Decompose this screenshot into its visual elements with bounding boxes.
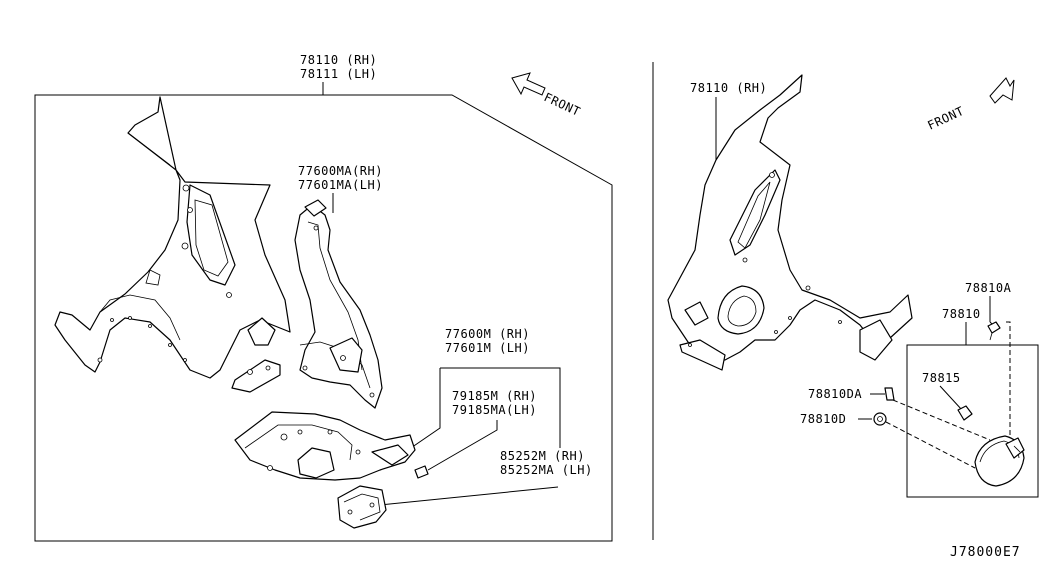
left-panel: 78110 (RH) 78111 (LH) FRONT: [34, 53, 613, 542]
leader-line: [939, 385, 963, 411]
callout-85252m-line2: 85252MA (LH): [500, 463, 593, 477]
front-arrow-right: FRONT: [925, 77, 1015, 133]
bumper-da-icon: [884, 387, 895, 401]
front-label-right: FRONT: [925, 104, 966, 133]
right-panel: 78110 (RH) FRONT 78810A: [667, 74, 1039, 560]
callout-78810: 78810: [942, 307, 981, 321]
leader-line: [427, 420, 498, 471]
bracket-part: [337, 485, 387, 529]
callout-79185m-line2: 79185MA(LH): [452, 403, 537, 417]
callout-78810da: 78810DA: [808, 387, 862, 401]
callout-85252m-line1: 85252M (RH): [500, 449, 585, 463]
callout-78815: 78815: [922, 371, 961, 385]
diagram-code: J78000E7: [950, 545, 1021, 560]
clip-part: [414, 465, 429, 479]
filler-lid-frame: [906, 344, 1039, 498]
filler-lid-part: [974, 435, 1025, 487]
dashed-leader: [1006, 321, 1011, 440]
callout-78810a: 78810A: [965, 281, 1012, 295]
rear-fender-outer-panel: [54, 96, 291, 393]
wheel-house-inner-upper-panel: [294, 199, 383, 409]
leader-line: [379, 486, 559, 506]
callout-79185m-line1: 79185M (RH): [452, 389, 537, 403]
leader-line: [404, 368, 441, 453]
wheel-house-inner-lower-panel: [234, 411, 416, 481]
callout-77600ma-line2: 77601MA(LH): [298, 178, 383, 192]
callout-78110-78111-line1: 78110 (RH): [300, 53, 377, 67]
left-panel-frame: [34, 94, 613, 542]
callout-77600m-line2: 77601M (LH): [445, 341, 530, 355]
dashed-leader: [892, 399, 991, 441]
callout-78810d: 78810D: [800, 412, 846, 426]
callout-77600m-line1: 77600M (RH): [445, 327, 530, 341]
leader-bracket: [440, 367, 561, 448]
screw-icon: [987, 321, 1001, 341]
front-arrow-left: FRONT: [511, 72, 583, 119]
callout-77600ma-line1: 77600MA(RH): [298, 164, 383, 178]
front-arrow-icon: [511, 72, 546, 96]
rear-fender-rh-panel: [667, 74, 913, 371]
callout-78110-78111-line2: 78111 (LH): [300, 67, 377, 81]
front-label-left: FRONT: [542, 90, 583, 119]
dashed-leader: [885, 421, 976, 469]
callout-78110-rh: 78110 (RH): [690, 81, 767, 95]
spring-icon: [957, 405, 973, 421]
front-arrow-icon: [989, 77, 1015, 104]
